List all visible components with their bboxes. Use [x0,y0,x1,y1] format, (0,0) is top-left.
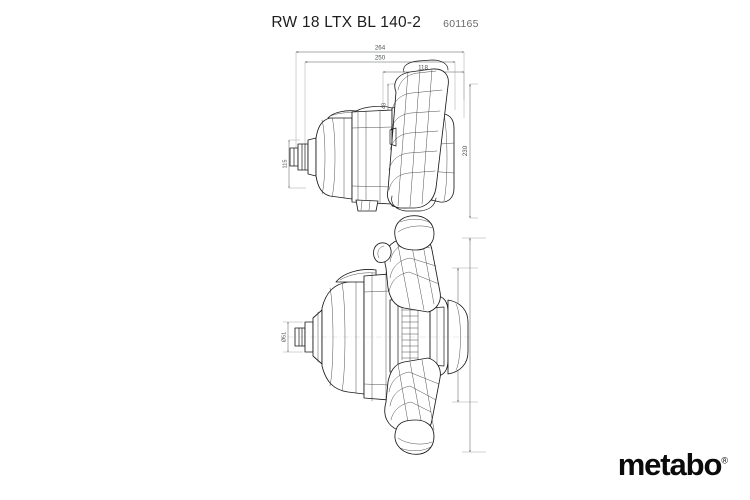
front-view-tool-outline [288,215,470,455]
dimension-397: 397 [462,237,471,453]
dimension-48: 48 [382,83,389,129]
sheet-header: RW 18 LTX BL 140-2 601165 [0,14,750,32]
metabo-wordmark: metabo [617,447,723,482]
dimension-230-label: 230 [462,145,469,156]
dimension-354-label: 354 [450,329,457,340]
page-title: RW 18 LTX BL 140-2 [271,14,422,31]
side-view-tool-outline [289,59,455,212]
dimension-397-label: 397 [462,339,469,350]
dimension-48-label: 48 [382,103,388,109]
metabo-logo: metabo® [618,449,728,480]
dimension-264-label: 264 [375,45,386,52]
dimension-250: 250 [304,55,456,63]
dimension-230: 230 [462,83,471,219]
front-view-extension-lines [283,237,486,453]
side-view-group: 264 250 118 48 115 [283,45,478,219]
dimension-dia-51: Ø51 [281,321,289,353]
dimension-264: 264 [295,45,465,53]
dimension-115: 115 [283,139,290,189]
part-number: 601165 [443,18,479,30]
dimension-115-label: 115 [283,160,289,169]
registered-trademark-icon: ® [721,455,728,466]
dimension-118: 118 [382,65,465,73]
dimension-250-label: 250 [375,55,386,62]
side-view-extension-lines [289,52,478,219]
dimension-118-label: 118 [418,65,428,72]
dimension-dia-51-label: Ø51 [281,332,287,343]
front-view-group: Ø51 354 397 [281,215,486,455]
dimension-354: 354 [450,267,459,403]
